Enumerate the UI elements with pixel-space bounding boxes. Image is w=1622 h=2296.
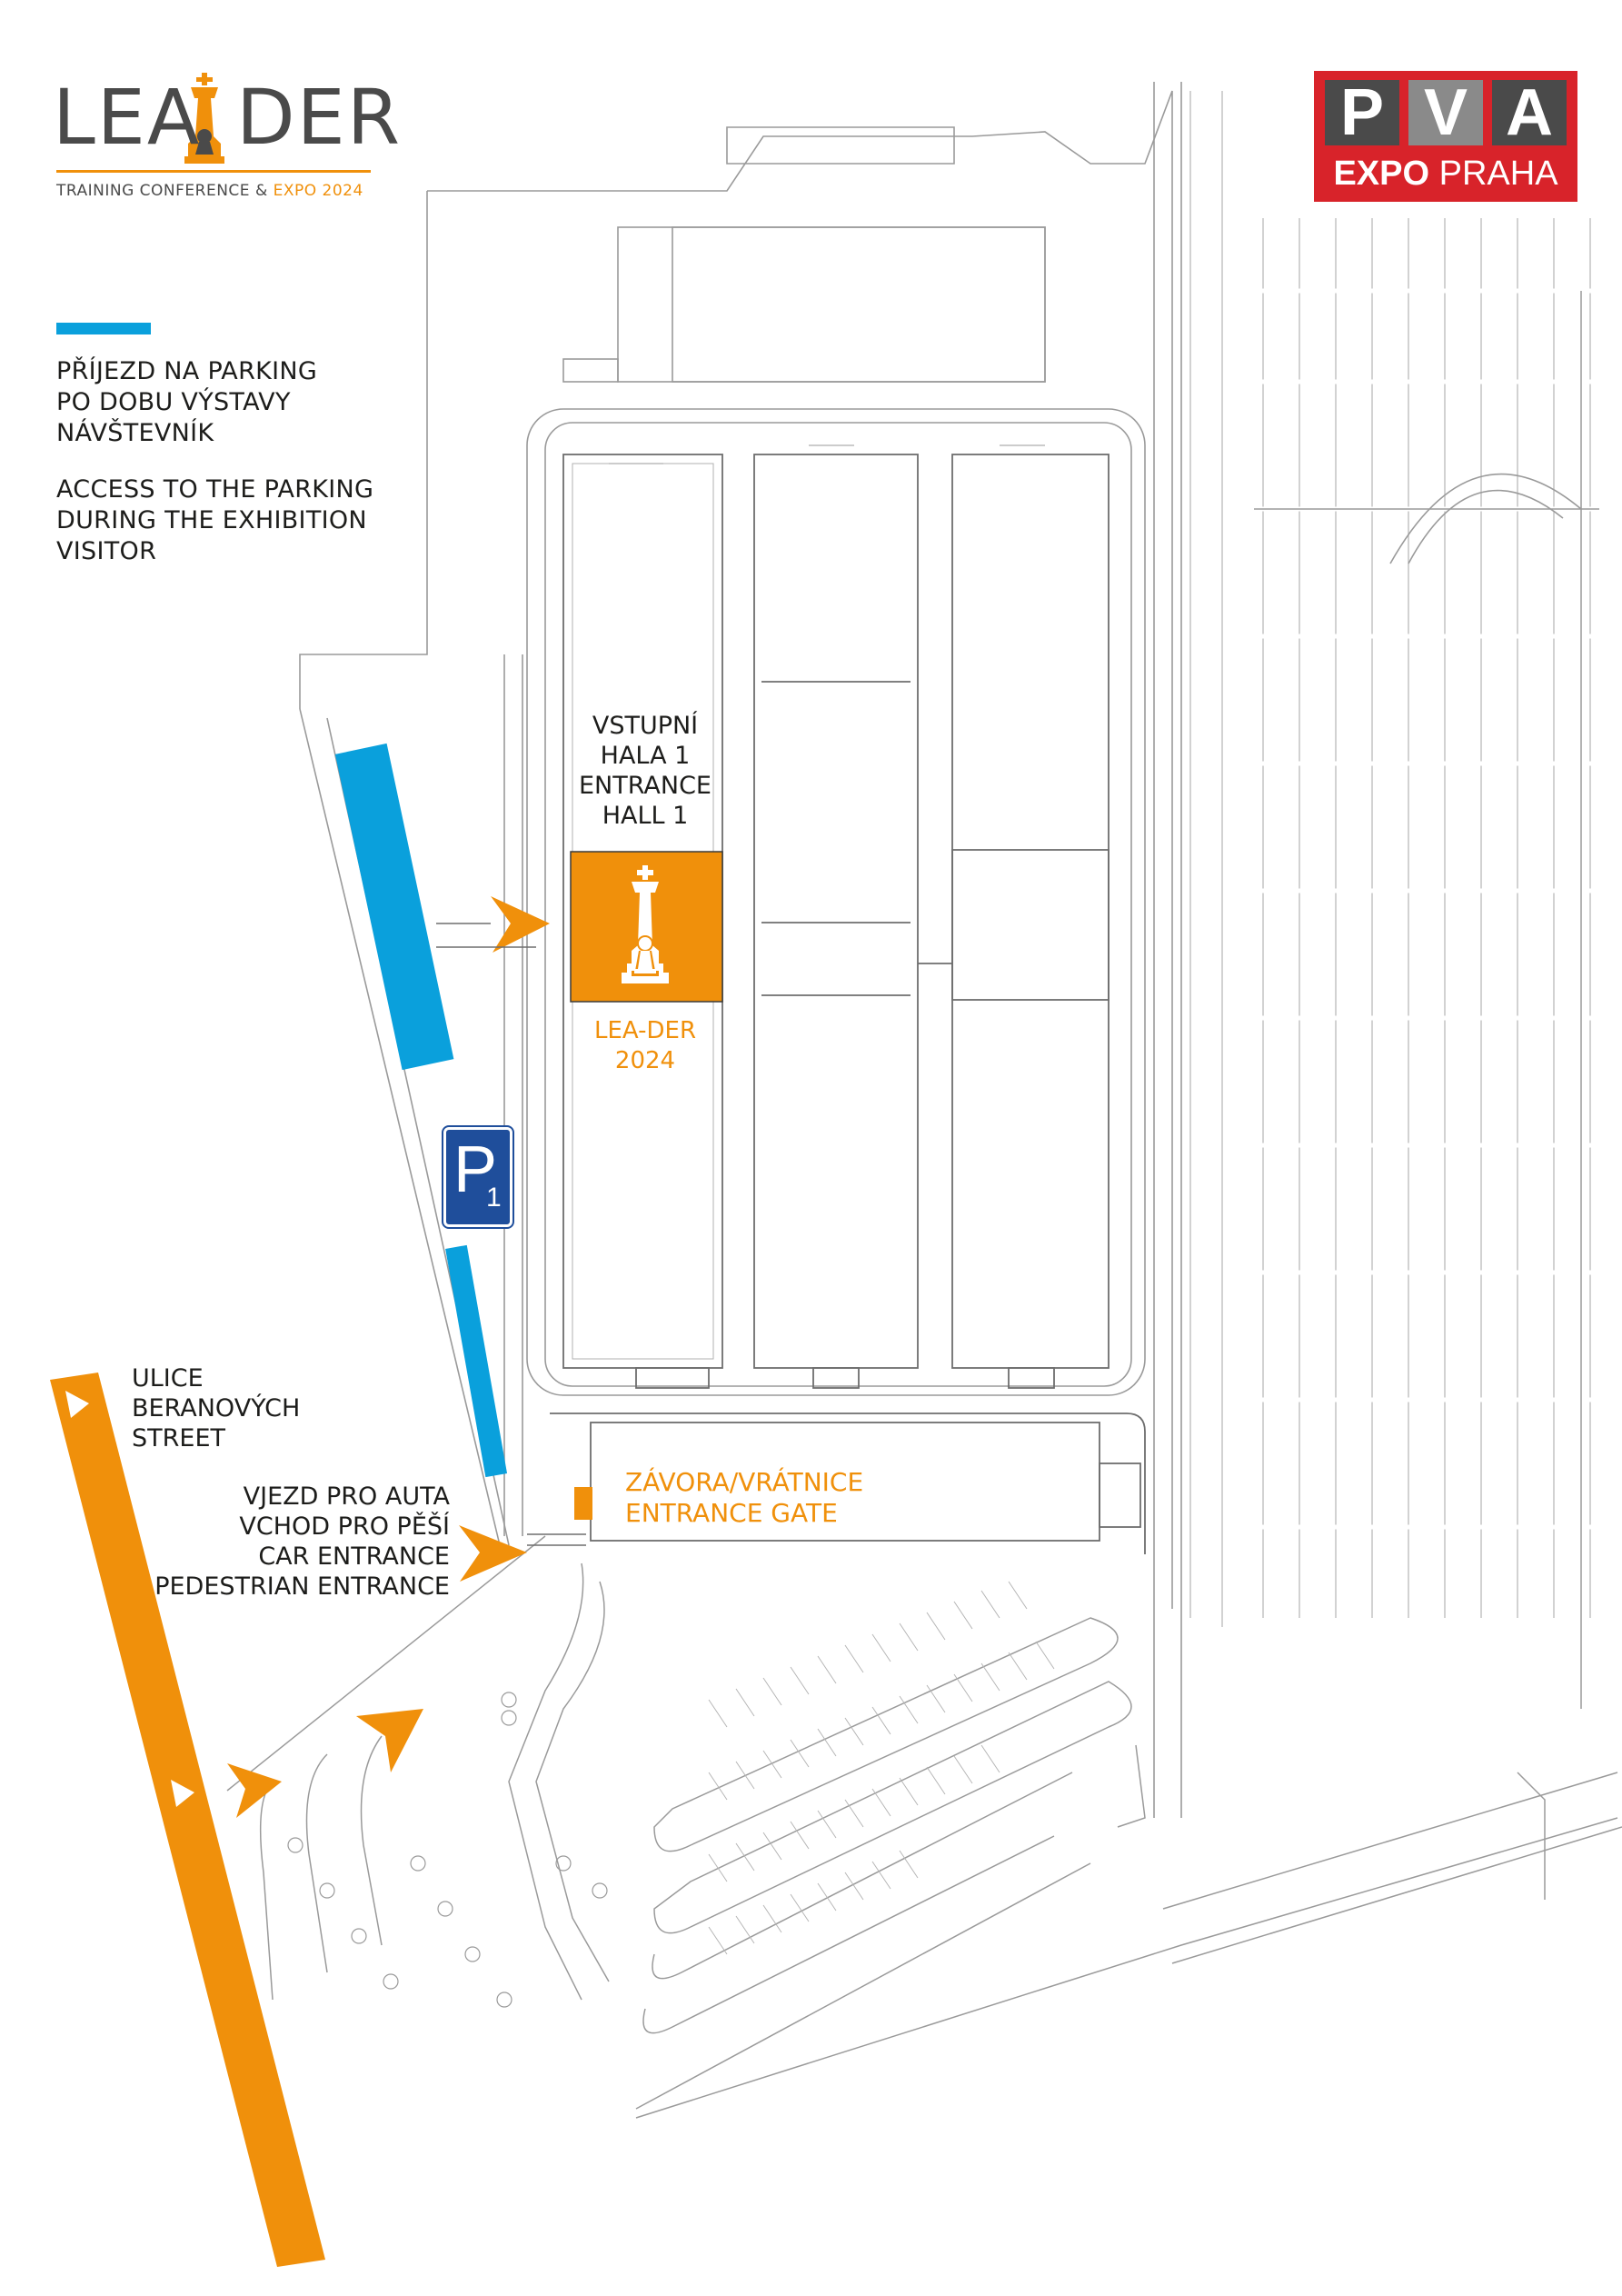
arrow-road-2	[356, 1709, 423, 1772]
entrance-hall-line-4: HALL 1	[602, 802, 689, 830]
logo-subtitle: TRAINING CONFERENCE & EXPO 2024	[56, 182, 363, 200]
car-entrance-line-3: CAR ENTRANCE	[258, 1542, 450, 1571]
legend-en: ACCESS TO THE PARKING DURING THE EXHIBIT…	[56, 474, 373, 567]
logo-subtitle-highlight: EXPO 2024	[273, 182, 363, 200]
gate-label: ZÁVORA/VRÁTNICE ENTRANCE GATE	[625, 1467, 863, 1529]
legend-en-line-1: ACCESS TO THE PARKING	[56, 475, 374, 504]
gate-building	[550, 1413, 1146, 1554]
entrance-hall-label: VSTUPNÍ HALA 1 ENTRANCE HALL 1	[563, 711, 727, 831]
logo-der-text: DER	[236, 73, 403, 162]
car-entrance-label: VJEZD PRO AUTA VCHOD PRO PĚŠÍ CAR ENTRAN…	[154, 1482, 450, 1602]
car-entrance-line-1: VJEZD PRO AUTA	[243, 1482, 450, 1511]
logo-lea-text: LEA	[53, 73, 202, 162]
entrance-hall-line-3: ENTRANCE	[579, 772, 711, 800]
legend-en-line-2: DURING THE EXHIBITION	[56, 506, 367, 534]
pva-letter-v: V	[1408, 80, 1483, 145]
arrow-car-entrance	[459, 1525, 527, 1582]
legend-cz: PŘÍJEZD NA PARKING PO DOBU VÝSTAVY NÁVŠT…	[56, 356, 317, 449]
leader-stand	[570, 851, 723, 1003]
pva-expo-word: EXPO	[1333, 155, 1430, 193]
car-entrance-line-2: VCHOD PRO PĚŠÍ	[239, 1512, 450, 1541]
leader-2024-line-2: 2024	[614, 1047, 676, 1074]
blue-bar-upper	[334, 743, 454, 1071]
hall-2-outline	[753, 454, 919, 1389]
arrow-hall-entrance	[491, 896, 550, 953]
direction-arrows	[227, 896, 550, 1818]
lower-parking	[508, 1562, 1622, 2119]
legend-cz-line-1: PŘÍJEZD NA PARKING	[56, 357, 318, 385]
blue-bar-lower	[445, 1244, 508, 1478]
blue-parking-bars	[56, 323, 508, 1478]
legend-en-line-3: VISITOR	[56, 537, 157, 565]
pva-expo-line: EXPO PRAHA	[1314, 155, 1577, 194]
legend-cz-line-2: PO DOBU VÝSTAVY	[56, 388, 291, 416]
pva-praha-word: PRAHA	[1438, 155, 1558, 193]
parking-number: 1	[486, 1183, 502, 1213]
gate-line-1: ZÁVORA/VRÁTNICE	[625, 1467, 864, 1497]
leader-2024-label: LEA-DER 2024	[563, 1016, 727, 1076]
logo-chess-icon	[184, 73, 224, 164]
logo-subtitle-prefix: TRAINING CONFERENCE &	[56, 182, 274, 200]
street-line-3: STREET	[132, 1424, 226, 1452]
leader-2024-line-1: LEA-DER	[593, 1017, 697, 1044]
gate-marker	[574, 1487, 592, 1520]
car-entrance-line-4: PEDESTRIAN ENTRANCE	[154, 1572, 450, 1601]
pva-letter-a: A	[1492, 80, 1567, 145]
entrance-hall-line-2: HALA 1	[600, 742, 691, 770]
street-label: ULICE BERANOVÝCH STREET	[132, 1363, 300, 1453]
legend-blue-swatch	[56, 323, 151, 334]
street-line-1: ULICE	[132, 1364, 204, 1393]
arrow-road-1	[227, 1763, 282, 1818]
entrance-hall-line-1: VSTUPNÍ	[592, 712, 699, 740]
hall-3-outline	[918, 454, 1110, 1389]
gate-line-2: ENTRANCE GATE	[625, 1498, 838, 1528]
parking-p-letter: P	[453, 1133, 498, 1206]
parking-p1-sign: P 1	[442, 1125, 514, 1229]
street-band	[50, 1373, 325, 2267]
legend-cz-line-3: NÁVŠTEVNÍK	[56, 419, 214, 447]
pva-letter-p: P	[1325, 80, 1399, 145]
street-line-2: BERANOVÝCH	[132, 1394, 301, 1423]
right-parking-field	[1189, 91, 1591, 1627]
pva-expo-praha-logo: P V A EXPO PRAHA	[1314, 71, 1577, 202]
